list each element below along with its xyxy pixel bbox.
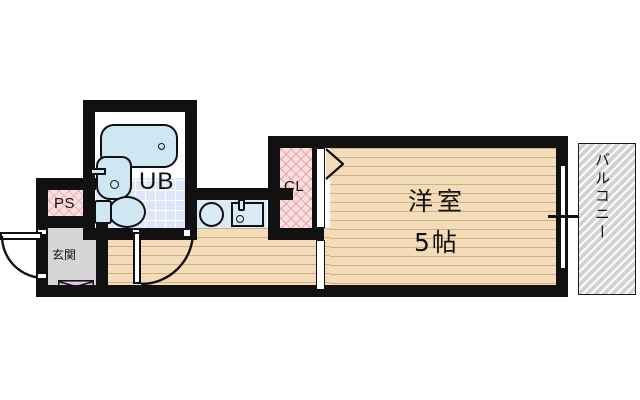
vanity-tap-icon [90, 168, 106, 175]
wall-closet-right-nib [312, 148, 316, 228]
room-sliding-door-lower[interactable] [316, 240, 325, 290]
western-room-label: 洋室 [408, 187, 467, 216]
vanity-sink-icon [96, 156, 132, 200]
wall-ub-top [83, 100, 197, 112]
wall-closet-bottom [268, 228, 324, 240]
balcony-window-lower[interactable] [560, 217, 566, 269]
kitchen-tap-icon [238, 199, 245, 211]
room-sliding-door-upper[interactable] [316, 148, 325, 228]
wall-room-top [268, 136, 568, 148]
entrance-door-swing-arc [0, 235, 45, 280]
closet-label: CL [284, 178, 305, 195]
balcony-area [578, 143, 636, 295]
toilet-tank-icon [94, 200, 112, 224]
kitchen-sink-icon [231, 202, 264, 227]
wall-genkan-right [96, 216, 108, 290]
balcony-label: バルコニー [593, 152, 611, 242]
entrance-label: 玄関 [52, 248, 77, 262]
bathtub-drain-icon [158, 143, 165, 150]
wall-ps-bottom [36, 216, 90, 228]
closet-door-arrow-icon [325, 148, 345, 180]
bathroom-door-swing-arc [140, 231, 195, 286]
bathroom-door-strike-jamb [182, 228, 192, 238]
entrance-door-jamb-bottom [36, 272, 48, 280]
bathroom-door-leaf[interactable] [133, 232, 141, 284]
western-room-floor [330, 148, 556, 290]
wall-corridor-top [185, 188, 293, 200]
pipe-space-label: PS [54, 195, 76, 212]
wall-ub-right [185, 100, 197, 228]
wall-ub-left [83, 100, 95, 240]
unit-bath-label: UB [139, 168, 175, 195]
wall-room-left-upper [268, 136, 280, 240]
wall-bottom [36, 285, 556, 297]
wall-ps-top [36, 178, 96, 190]
vanity-drain-icon [110, 180, 119, 189]
balcony-window-handle-icon [548, 215, 578, 218]
kitchen-drain-icon [236, 215, 244, 223]
western-room-size-label: 5帖 [414, 228, 459, 257]
toilet-icon [108, 196, 146, 228]
washing-machine-space-icon [199, 202, 224, 227]
wall-ps-left [36, 178, 48, 228]
balcony-window-upper[interactable] [560, 165, 566, 217]
